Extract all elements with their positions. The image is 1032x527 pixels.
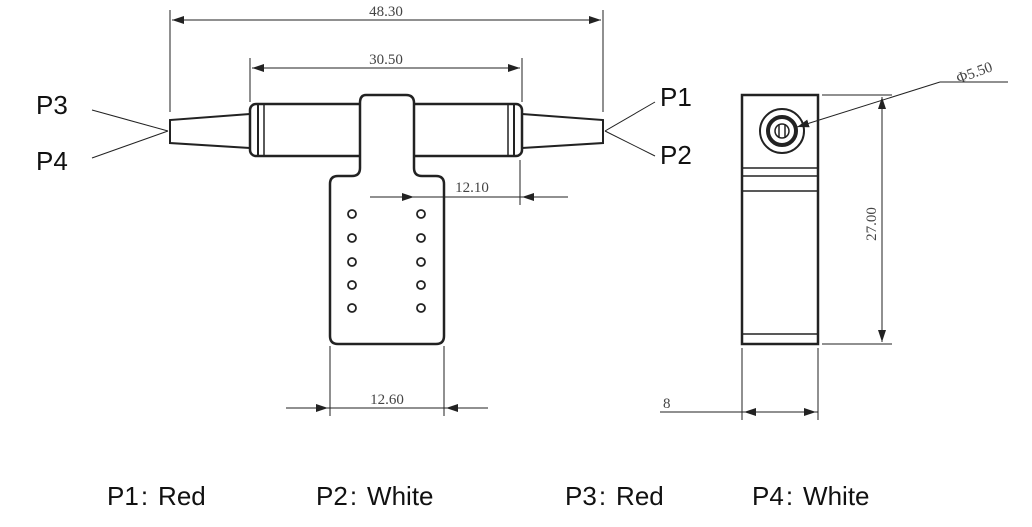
side-body bbox=[740, 93, 820, 346]
legend-item: P2: White bbox=[316, 481, 434, 511]
dimension-tab-offset-value: 12.10 bbox=[455, 180, 489, 196]
left-fiber-boot bbox=[169, 113, 251, 149]
dimension-width-value: 8 bbox=[663, 396, 671, 412]
pin-hole bbox=[347, 233, 357, 243]
dimension-body-length: 30.50 bbox=[249, 52, 523, 102]
pin-holes bbox=[347, 209, 426, 313]
port-label-p4: P4 bbox=[36, 146, 68, 176]
dimension-tab-width: 12.60 bbox=[286, 346, 488, 416]
dimension-diameter-value: Φ5.50 bbox=[954, 59, 994, 87]
dimension-overall-length-value: 48.30 bbox=[369, 4, 403, 20]
legend-port: P4 bbox=[752, 481, 784, 511]
legend-separator: : bbox=[350, 481, 357, 511]
legend-color: White bbox=[803, 481, 869, 511]
dimension-height: 27.00 bbox=[822, 94, 892, 345]
pin-hole bbox=[347, 209, 357, 219]
front-view: 48.30 30.50 bbox=[36, 4, 692, 416]
legend-port: P3 bbox=[565, 481, 597, 511]
dimension-tab-offset: 12.10 bbox=[370, 160, 568, 205]
legend-item: P1: Red bbox=[107, 481, 206, 511]
right-fiber-boot bbox=[521, 113, 604, 149]
pin-hole bbox=[347, 303, 357, 313]
port-label-p2: P2 bbox=[660, 140, 692, 170]
pin-hole bbox=[416, 280, 426, 290]
dimension-overall-length: 48.30 bbox=[169, 4, 604, 112]
pin-hole bbox=[416, 257, 426, 267]
legend-port: P1 bbox=[107, 481, 139, 511]
legend-color: Red bbox=[616, 481, 664, 511]
side-view: Φ5.50 27.00 8 bbox=[660, 59, 1008, 420]
pin-hole bbox=[347, 257, 357, 267]
port-leaders bbox=[91, 101, 656, 159]
mounting-tab bbox=[328, 93, 446, 346]
pin-hole bbox=[416, 303, 426, 313]
pin-hole bbox=[347, 280, 357, 290]
pin-hole bbox=[416, 209, 426, 219]
fiber-port-icon bbox=[759, 108, 805, 154]
pin-hole bbox=[416, 233, 426, 243]
dimension-body-length-value: 30.50 bbox=[369, 52, 403, 68]
color-legend: P1: Red P2: White P3: Red P4: White bbox=[107, 481, 870, 511]
dimension-width: 8 bbox=[660, 348, 819, 420]
legend-item: P4: White bbox=[752, 481, 870, 511]
legend-color: Red bbox=[158, 481, 206, 511]
legend-port: P2 bbox=[316, 481, 348, 511]
legend-item: P3: Red bbox=[565, 481, 664, 511]
port-label-p1: P1 bbox=[660, 82, 692, 112]
port-label-p3: P3 bbox=[36, 90, 68, 120]
legend-separator: : bbox=[786, 481, 793, 511]
dimension-diameter: Φ5.50 bbox=[796, 59, 1008, 128]
dimension-height-value: 27.00 bbox=[864, 207, 880, 241]
legend-separator: : bbox=[599, 481, 606, 511]
dimension-tab-width-value: 12.60 bbox=[370, 392, 404, 408]
legend-color: White bbox=[367, 481, 433, 511]
legend-separator: : bbox=[141, 481, 148, 511]
